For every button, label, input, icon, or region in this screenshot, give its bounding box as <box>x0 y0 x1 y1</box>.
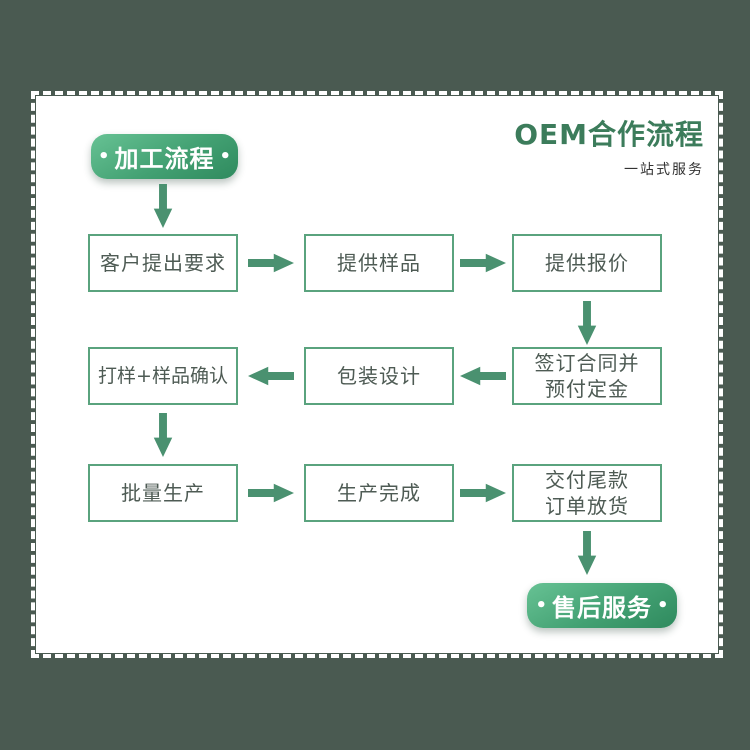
flowchart-card: OEM合作流程 一站式服务 • 加工流程 • 客户提出要求 提供样品 提供报价 … <box>31 91 723 658</box>
bullet-dot-icon: • <box>97 145 110 167</box>
badge-after-sales-service-label: 售后服务 <box>552 594 652 622</box>
flow-step-provide-sample: 提供样品 <box>304 234 454 292</box>
flow-step-mass-production: 批量生产 <box>88 464 238 522</box>
arrow-right-icon <box>460 253 506 273</box>
badge-processing-flow-label: 加工流程 <box>114 145 215 173</box>
arrow-down-icon <box>153 413 173 457</box>
page-title: OEM合作流程 <box>514 118 704 151</box>
flow-step-package-design: 包装设计 <box>304 347 454 405</box>
flow-step-customer-request: 客户提出要求 <box>88 234 238 292</box>
flow-step-proof-confirm: 打样+样品确认 <box>88 347 238 405</box>
flow-step-provide-quote: 提供报价 <box>512 234 662 292</box>
arrow-right-icon <box>248 483 294 503</box>
arrow-left-icon <box>248 365 294 387</box>
flow-step-final-payment-release: 交付尾款 订单放货 <box>512 464 662 522</box>
bullet-dot-icon: • <box>535 594 547 616</box>
arrow-right-icon <box>248 253 294 273</box>
flow-step-production-done: 生产完成 <box>304 464 454 522</box>
badge-after-sales-service: • 售后服务 • <box>527 583 677 628</box>
arrow-down-icon <box>153 184 173 228</box>
arrow-left-icon <box>460 365 506 387</box>
bullet-dot-icon: • <box>657 594 669 616</box>
bullet-dot-icon: • <box>219 145 232 167</box>
arrow-down-icon <box>577 531 597 575</box>
flow-step-sign-contract-deposit: 签订合同并 预付定金 <box>512 347 662 405</box>
header: OEM合作流程 一站式服务 <box>514 118 704 179</box>
arrow-down-icon <box>577 301 597 345</box>
badge-processing-flow: • 加工流程 • <box>91 134 238 179</box>
arrow-right-icon <box>460 483 506 503</box>
page-subtitle: 一站式服务 <box>624 161 704 178</box>
